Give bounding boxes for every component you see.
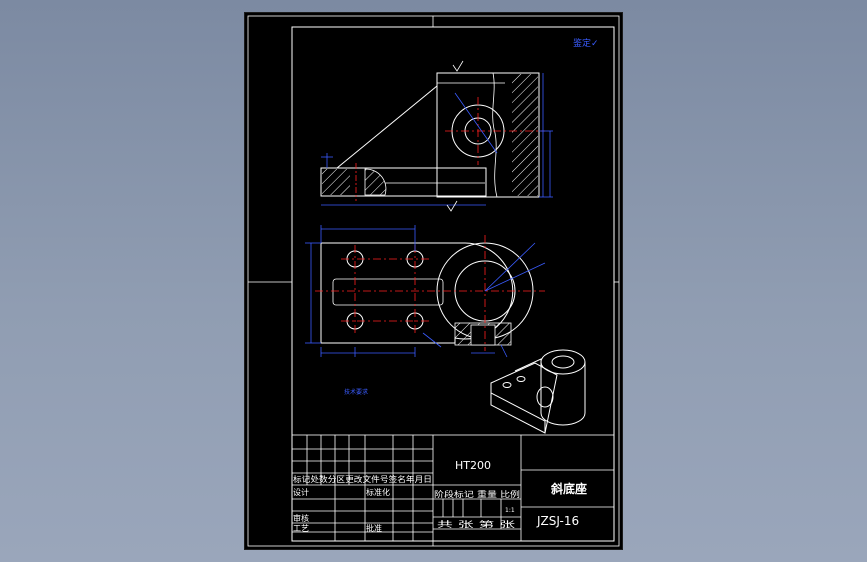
iso-base-hole-1 [502,382,512,388]
iso-base-hole-2 [516,376,526,382]
revision-header: 标记处数分区更改文件号签名年月日 [293,474,432,484]
outer-border [247,15,620,547]
tech-note: 技术要求 [344,388,368,396]
roughness-symbols [446,60,464,212]
material: HT200 [455,459,491,472]
inner-border [291,26,615,542]
isometric-view [490,349,586,434]
approval-mark: 鉴定✓ [573,37,599,49]
top-dimensions [305,225,546,358]
front-upright [436,72,540,198]
sheets-label: 共 张 第 张 [437,519,515,529]
designer-label: 设计 [293,487,309,497]
standardization-label: 标准化 [366,487,390,497]
drawing-sheet: 鉴定✓ [244,12,623,550]
top-centerlines [315,235,545,351]
front-dimensions [321,73,553,206]
top-slot [332,278,444,306]
front-view [320,60,553,212]
top-lug-slot [470,324,496,346]
front-upright-hatch [512,74,538,196]
title-block [291,434,615,542]
process-label: 工艺 [293,524,309,533]
stage-header: 阶段标记 重量 比例 [434,489,520,499]
scale-value: 1:1 [505,507,515,514]
part-name: 斜底座 [550,481,587,496]
drawing-number: JZSJ-16 [536,514,579,528]
reviewer-label: 审核 [293,513,309,523]
approval-label: 批准 [366,523,382,533]
top-view [305,225,546,358]
front-break-line [492,72,498,198]
iso-boss-bore [551,355,575,369]
front-rib [336,85,438,169]
iso-boss-body [540,362,586,426]
front-base-hatch [322,169,350,195]
front-base-section-arc [364,168,387,196]
iso-base-side [490,383,546,433]
iso-boss-top [540,349,586,375]
iso-side-hole [536,386,554,408]
front-base-plate [320,167,487,197]
centering-marks [248,16,619,546]
